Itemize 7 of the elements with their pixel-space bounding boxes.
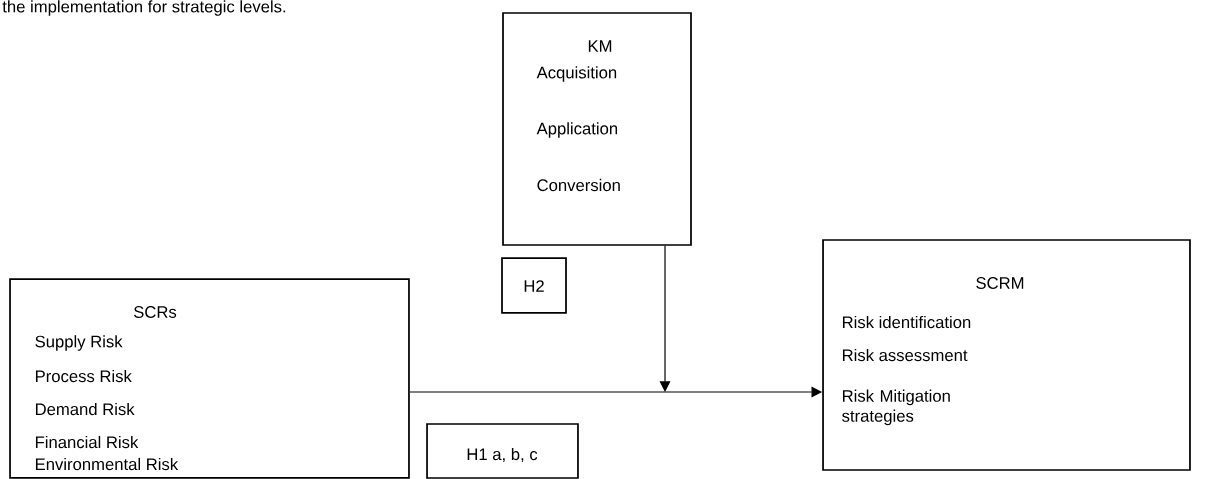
arrow [659, 245, 671, 392]
heading-text: the implementation for strategic levels. [2, 0, 286, 16]
concept-box: H1 a, b, c [426, 423, 579, 479]
concept-box: SCRs Supply Risk Process Risk Demand Risk Financial Risk Environmental Risk [9, 278, 410, 479]
concept-box: SCRM Risk identification Risk assessment Risk Mitigation strategies [822, 239, 1191, 471]
concept-box: KM Acquisition Application Conversion [502, 12, 692, 246]
concept-box: H2 [501, 257, 567, 314]
